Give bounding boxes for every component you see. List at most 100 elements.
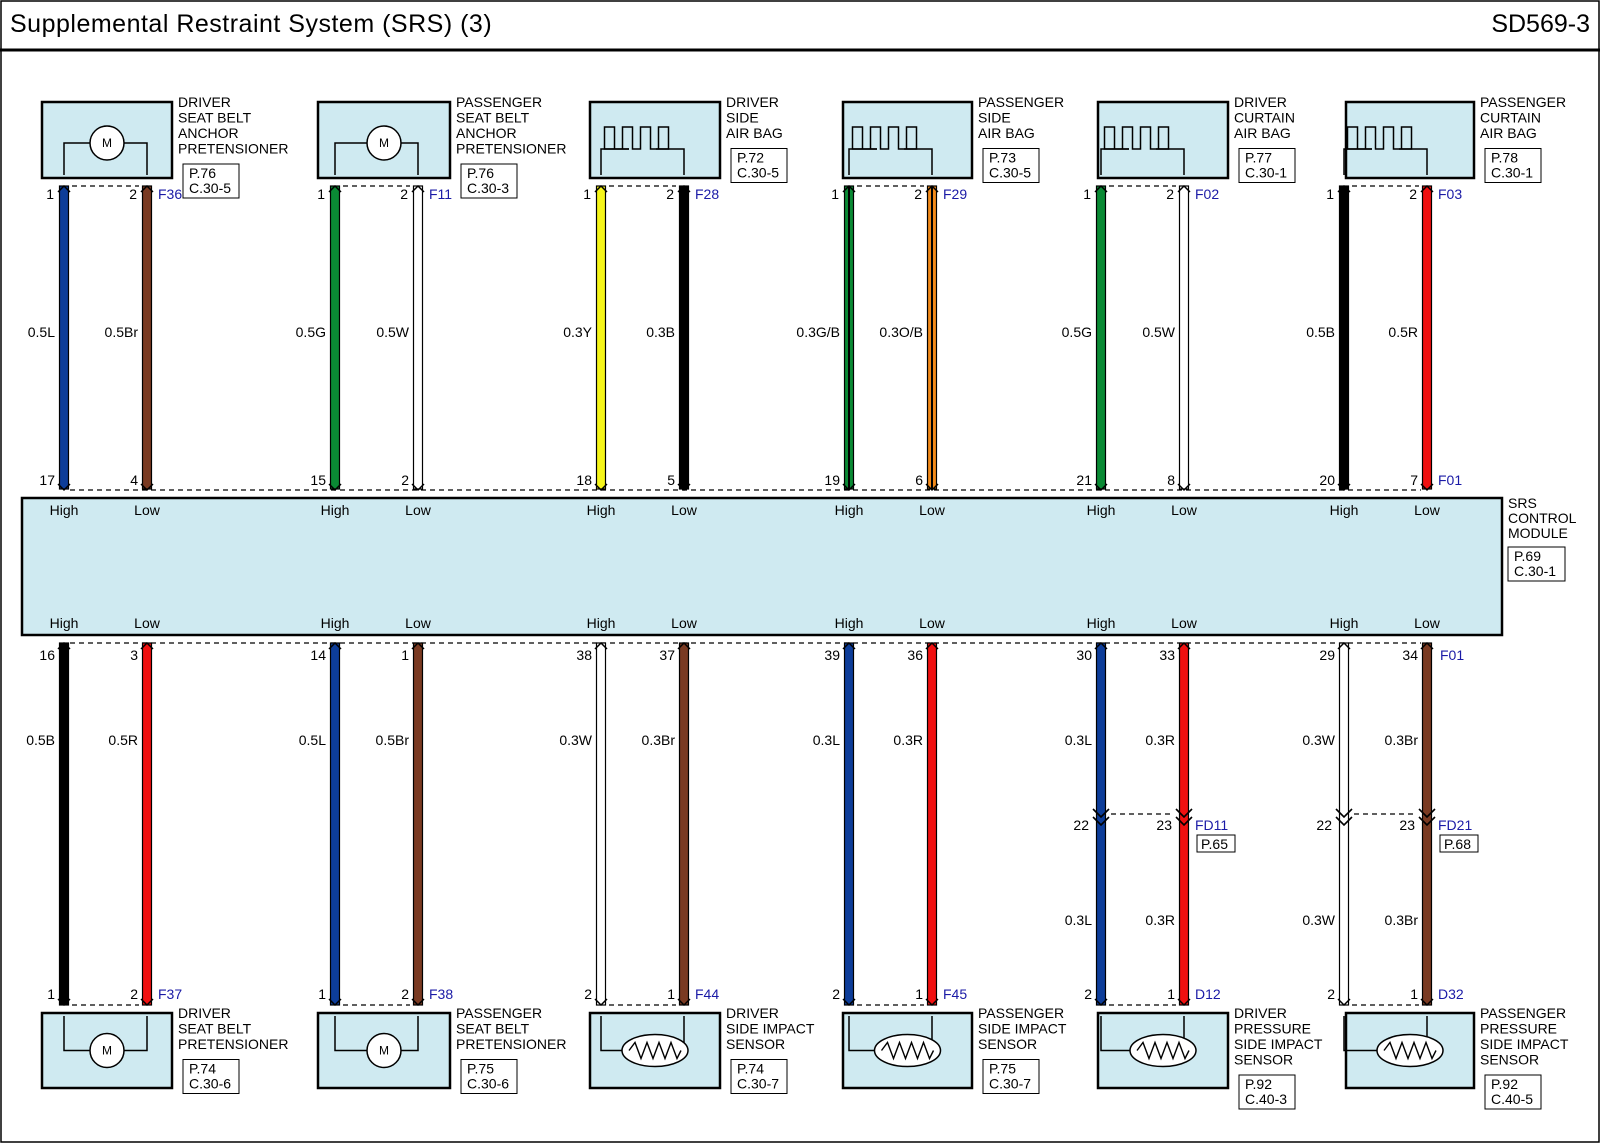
wire xyxy=(141,642,153,1006)
component-name: SEAT BELT xyxy=(178,110,252,126)
inline-ref-box xyxy=(1196,834,1236,853)
pin-terminal xyxy=(1094,184,1108,193)
wire xyxy=(58,185,70,490)
module-name: CONTROL xyxy=(1508,510,1577,526)
wire-size: 0.5W xyxy=(1142,324,1175,340)
resistor-icon xyxy=(1376,1033,1444,1068)
pin-terminal xyxy=(1337,641,1351,650)
component-name: SENSOR xyxy=(1234,1052,1293,1068)
component-name: PRETENSIONER xyxy=(456,1036,566,1052)
component-ref: C.40-5 xyxy=(1491,1091,1533,1107)
pin-number: 20 xyxy=(1319,472,1335,488)
pin-number: 2 xyxy=(832,986,840,1002)
wire-size: 0.3Br xyxy=(1385,732,1419,748)
pin-terminal xyxy=(1177,184,1191,193)
connector-id: D12 xyxy=(1195,986,1221,1002)
component-ref: P.74 xyxy=(189,1061,216,1077)
pin-terminal xyxy=(1177,483,1191,492)
component-ref: C.40-3 xyxy=(1245,1091,1287,1107)
pin-terminal xyxy=(328,998,342,1007)
wire-size: 0.5G xyxy=(1062,324,1092,340)
pin-terminal xyxy=(1337,184,1351,193)
signal-label: High xyxy=(1087,502,1116,518)
component-name: PRETENSIONER xyxy=(178,1036,288,1052)
wire-size: 0.5Br xyxy=(376,732,410,748)
resistor-icon xyxy=(1129,1033,1197,1068)
wire-size: 0.3Y xyxy=(563,324,592,340)
pin-number: 2 xyxy=(400,186,408,202)
resistor-zigzag xyxy=(628,1040,682,1061)
component-ref: C.30-1 xyxy=(1245,165,1287,181)
pin-terminal xyxy=(411,184,425,193)
signal-label: High xyxy=(321,502,350,518)
connector-id: F44 xyxy=(695,986,719,1002)
component-ref: P.76 xyxy=(189,165,216,181)
wire-size: 0.5Br xyxy=(105,324,139,340)
wire xyxy=(678,185,690,490)
component-name: DRIVER xyxy=(178,94,231,110)
component-name: PASSENGER xyxy=(1480,94,1566,110)
signal-label: High xyxy=(50,615,79,631)
connector-id: F02 xyxy=(1195,186,1219,202)
pin-number: 1 xyxy=(318,986,326,1002)
squib-icon xyxy=(851,126,918,150)
wire-size: 0.3L xyxy=(1065,732,1092,748)
pin-number: 1 xyxy=(401,647,409,663)
component-ref: P.74 xyxy=(737,1061,764,1077)
pin-number: 2 xyxy=(1166,186,1174,202)
inline-pin xyxy=(1092,816,1110,827)
component-body xyxy=(1096,100,1230,180)
lead xyxy=(63,142,90,175)
signal-label: Low xyxy=(1414,615,1441,631)
lead xyxy=(848,1016,875,1052)
connector-id: F01 xyxy=(1440,647,1464,663)
module-ref: C.30-1 xyxy=(1514,563,1556,579)
pin-terminal xyxy=(842,998,856,1007)
pin-number: 1 xyxy=(667,986,675,1002)
motor-icon-letter: M xyxy=(102,1044,112,1058)
wire xyxy=(141,185,153,490)
pin-terminal xyxy=(140,641,154,650)
component-ref-box xyxy=(1238,148,1296,183)
pin-terminal xyxy=(57,184,71,193)
pin-number: 17 xyxy=(39,472,55,488)
wire-size: 0.3R xyxy=(1145,912,1175,928)
wire xyxy=(1095,185,1107,490)
component-name: PASSENGER xyxy=(978,1005,1064,1021)
pin-number: 19 xyxy=(824,472,840,488)
component-ref: P.73 xyxy=(989,150,1016,166)
inline-pin xyxy=(1335,816,1353,827)
inline-pin xyxy=(1175,816,1193,827)
pin-terminal xyxy=(594,184,608,193)
component-name: PASSENGER xyxy=(978,94,1064,110)
inline-pin xyxy=(1335,808,1353,819)
wire xyxy=(1421,185,1433,490)
pin-terminal xyxy=(1177,998,1191,1007)
pin-number: 29 xyxy=(1319,647,1335,663)
pin-terminal xyxy=(925,641,939,650)
connector-id: F03 xyxy=(1438,186,1462,202)
wire xyxy=(412,642,424,1006)
component-name: SIDE IMPACT xyxy=(726,1021,815,1037)
lead xyxy=(334,142,367,175)
pin-terminal xyxy=(57,483,71,492)
inline-pin xyxy=(1175,808,1193,819)
pin-number: 23 xyxy=(1156,817,1172,833)
component-name: ANCHOR xyxy=(456,125,517,141)
wire-size: 0.3W xyxy=(559,732,592,748)
wire-size: 0.3L xyxy=(1065,912,1092,928)
component-ref: P.75 xyxy=(467,1061,494,1077)
pin-number: 2 xyxy=(1409,186,1417,202)
pin-number: 2 xyxy=(401,472,409,488)
pin-number: 22 xyxy=(1073,817,1089,833)
pin-number: 1 xyxy=(46,186,54,202)
component-ref: C.30-6 xyxy=(189,1076,231,1092)
signal-label: Low xyxy=(405,615,432,631)
pin-number: 34 xyxy=(1402,647,1418,663)
pin-number: 1 xyxy=(1083,186,1091,202)
